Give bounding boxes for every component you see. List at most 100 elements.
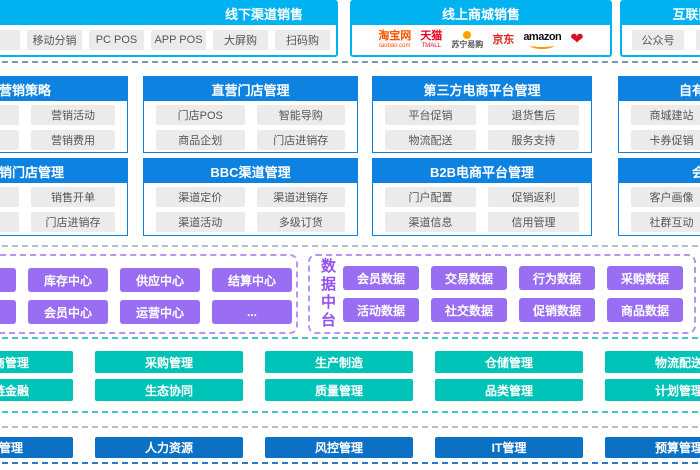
menu-item: 服务支持 bbox=[488, 130, 579, 150]
third-party-ecommerce-card: 第三方电商平台管理 平台促销 退货售后 物流配送 服务支持 bbox=[372, 76, 592, 153]
purchase-data: 采购数据 bbox=[607, 266, 683, 290]
menu-item: 门店进销存 bbox=[256, 130, 345, 150]
member-mgmt-card: 会员管理 客户画像 社群互动 bbox=[618, 158, 700, 236]
offline-item-scan-buy: 扫码购 bbox=[275, 30, 330, 50]
center-cut-1 bbox=[0, 268, 16, 292]
activity-data: 活动数据 bbox=[343, 298, 419, 322]
divider-middle bbox=[0, 337, 700, 339]
procurement-mgmt: 采购管理 bbox=[95, 351, 243, 373]
distribution-store-mgmt-title: 分销门店管理 bbox=[0, 159, 127, 183]
menu-item bbox=[0, 187, 19, 207]
menu-item: 智能导购 bbox=[256, 105, 345, 125]
offline-channel-sales-card: 线下渠道销售 移动分销 PC POS APP POS 大屏购 扫码购 bbox=[0, 0, 338, 57]
b2b-ecommerce-title: B2B电商平台管理 bbox=[373, 159, 591, 183]
menu-item bbox=[0, 105, 19, 125]
warehouse-mgmt: 仓储管理 bbox=[435, 351, 583, 373]
heart-logo: ❤ bbox=[570, 32, 583, 48]
offline-item-pc-pos: PC POS bbox=[89, 30, 144, 50]
menu-item: 卡券促销 bbox=[631, 130, 700, 150]
supply-chain-row-1: 供应商管理 采购管理 生产制造 仓储管理 物流配送 bbox=[0, 351, 700, 373]
direct-store-mgmt-title: 直营门店管理 bbox=[144, 77, 357, 101]
budget-mgmt: 预算管理 bbox=[605, 437, 700, 458]
member-data: 会员数据 bbox=[343, 266, 419, 290]
product-data: 商品数据 bbox=[607, 298, 683, 322]
promotion-data: 促销数据 bbox=[519, 298, 595, 322]
risk-control-mgmt: 风控管理 bbox=[265, 437, 413, 458]
quality-mgmt: 质量管理 bbox=[265, 379, 413, 401]
production-mfg: 生产制造 bbox=[265, 351, 413, 373]
supply-center: 供应中心 bbox=[120, 268, 200, 292]
marketing-strategy-title: 营销策略 bbox=[0, 77, 127, 101]
direct-store-mgmt-card: 直营门店管理 门店POS 智能导购 商品企划 门店进销存 bbox=[143, 76, 358, 153]
offline-item-big-screen: 大屏购 bbox=[213, 30, 268, 50]
offline-channel-items: 移动分销 PC POS APP POS 大屏购 扫码购 bbox=[0, 25, 336, 55]
online-mall-sales-title: 线上商城销售 bbox=[352, 2, 610, 25]
menu-item: 渠道信息 bbox=[385, 212, 476, 232]
menu-item: 社群互动 bbox=[631, 212, 700, 232]
logistics-delivery: 物流配送 bbox=[605, 351, 700, 373]
more-centers: ... bbox=[212, 300, 292, 324]
it-mgmt: IT管理 bbox=[435, 437, 583, 458]
menu-item: 销售开单 bbox=[31, 187, 115, 207]
amazon-smile-icon bbox=[530, 42, 555, 49]
own-ecommerce-title: 自有电商平台 bbox=[619, 77, 700, 101]
operation-center: 运营中心 bbox=[120, 300, 200, 324]
own-ecommerce-card: 自有电商平台 商城建站 卡券促销 bbox=[618, 76, 700, 153]
divider-supply-1 bbox=[0, 411, 700, 413]
menu-item: 信用管理 bbox=[488, 212, 579, 232]
menu-item: 多级订货 bbox=[256, 212, 345, 232]
menu-item: 渠道活动 bbox=[156, 212, 245, 232]
transaction-data: 交易数据 bbox=[431, 266, 507, 290]
menu-item bbox=[0, 212, 19, 232]
inventory-center: 库存中心 bbox=[28, 268, 108, 292]
internet-item-cut bbox=[696, 30, 700, 50]
menu-item: 渠道进销存 bbox=[256, 187, 345, 207]
menu-item: 营销活动 bbox=[31, 105, 115, 125]
business-centers-group: 库存中心 供应中心 结算中心 会员中心 运营中心 ... bbox=[0, 254, 298, 334]
human-resources: 人力资源 bbox=[95, 437, 243, 458]
internet-marketing-items: 公众号 bbox=[622, 25, 700, 55]
divider-band2 bbox=[0, 245, 700, 247]
social-data: 社交数据 bbox=[431, 298, 507, 322]
back-office-row: 财务管理 人力资源 风控管理 IT管理 预算管理 bbox=[0, 437, 700, 458]
offline-item-app-pos: APP POS bbox=[151, 30, 206, 50]
finance-mgmt: 财务管理 bbox=[0, 437, 73, 458]
menu-item: 客户画像 bbox=[631, 187, 700, 207]
menu-item: 渠道定价 bbox=[156, 187, 245, 207]
menu-item: 平台促销 bbox=[385, 105, 476, 125]
offline-item-mobile-distribution: 移动分销 bbox=[27, 30, 82, 50]
third-party-ecommerce-title: 第三方电商平台管理 bbox=[373, 77, 591, 101]
marketing-strategy-card: 营销策略 营销活动 营销费用 bbox=[0, 76, 128, 153]
distribution-store-mgmt-card: 分销门店管理 销售开单 门店进销存 bbox=[0, 158, 128, 236]
menu-item: 门户配置 bbox=[385, 187, 476, 207]
divider-supply-2 bbox=[0, 426, 700, 428]
menu-item: 门店POS bbox=[156, 105, 245, 125]
online-mall-sales-card: 线上商城销售 淘宝网 taobao.com 天猫 TMALL 苏宁易购 京东 a… bbox=[350, 0, 612, 57]
divider-band1 bbox=[0, 61, 700, 63]
jd-logo: 京东 bbox=[492, 33, 515, 46]
menu-item: 促销返利 bbox=[488, 187, 579, 207]
menu-item: 门店进销存 bbox=[31, 212, 115, 232]
offline-channel-sales-title: 线下渠道销售 bbox=[0, 2, 336, 25]
menu-item: 营销费用 bbox=[31, 130, 115, 150]
b2b-ecommerce-card: B2B电商平台管理 门户配置 促销返利 渠道信息 信用管理 bbox=[372, 158, 592, 236]
supply-chain-finance: 供应链金融 bbox=[0, 379, 73, 401]
internet-marketing-card: 互联网营销 公众号 bbox=[620, 0, 700, 57]
member-center: 会员中心 bbox=[28, 300, 108, 324]
suning-lion-icon bbox=[463, 31, 472, 39]
data-middle-platform-group: 数据中台 会员数据 交易数据 行为数据 采购数据 活动数据 社交数据 促销数据 … bbox=[308, 254, 696, 334]
eco-collaboration: 生态协同 bbox=[95, 379, 243, 401]
amazon-logo: amazon bbox=[523, 31, 562, 49]
menu-item: 商品企划 bbox=[156, 130, 245, 150]
category-mgmt: 品类管理 bbox=[435, 379, 583, 401]
divider-bottom bbox=[0, 462, 700, 464]
offline-item-cut bbox=[0, 30, 20, 50]
internet-marketing-title: 互联网营销 bbox=[622, 2, 700, 25]
behavior-data: 行为数据 bbox=[519, 266, 595, 290]
member-mgmt-title: 会员管理 bbox=[619, 159, 700, 183]
center-cut-2 bbox=[0, 300, 16, 324]
internet-item-official-account: 公众号 bbox=[632, 30, 684, 50]
online-mall-logos: 淘宝网 taobao.com 天猫 TMALL 苏宁易购 京东 amazon ❤ bbox=[352, 25, 610, 55]
data-middle-platform-label: 数据中台 bbox=[319, 258, 336, 330]
